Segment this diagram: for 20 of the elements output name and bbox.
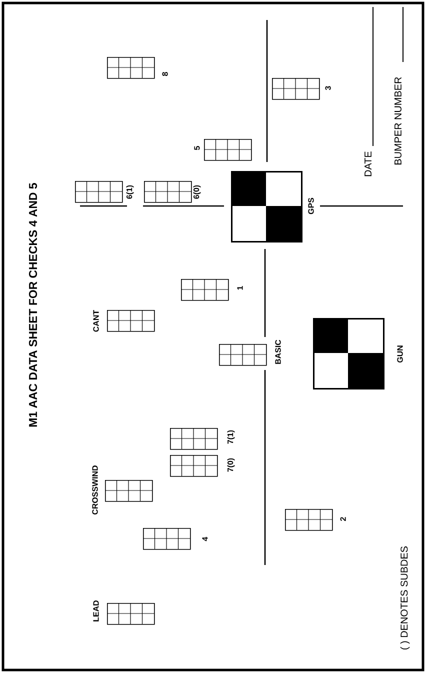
field-label: DATE — [364, 152, 372, 176]
answer-grid — [272, 78, 320, 100]
field-label: BUMPER NUMBER — [394, 77, 402, 164]
answer-grid — [284, 508, 333, 531]
answer-grid — [144, 180, 192, 203]
answer-grid — [218, 344, 267, 366]
target-square — [313, 318, 384, 390]
answer-grid — [142, 528, 191, 550]
answer-grid — [104, 480, 153, 502]
title: M1 AAC DATA SHEET FOR CHECKS 4 AND 5 — [28, 183, 38, 427]
answer-grid — [170, 454, 218, 477]
answer-grid — [170, 428, 218, 450]
answer-grid — [106, 602, 155, 625]
target-square — [231, 171, 302, 242]
answer-grid — [106, 56, 155, 79]
answer-grid — [180, 278, 229, 301]
footnote: ( ) DENOTES SUBDES — [400, 546, 410, 650]
answer-grid — [74, 180, 123, 203]
answer-grid — [106, 310, 155, 332]
answer-grid — [204, 138, 252, 161]
